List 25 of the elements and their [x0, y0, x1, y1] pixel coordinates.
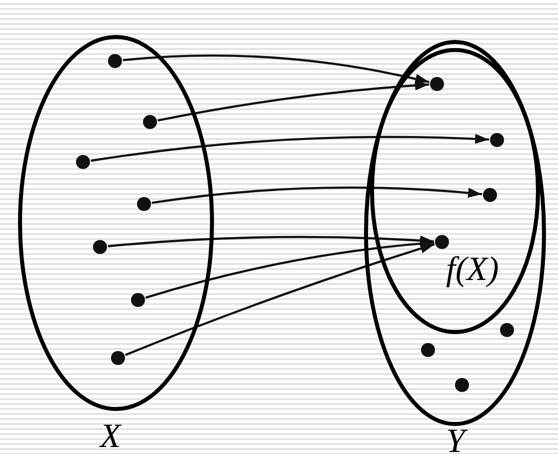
mapping-arrow [145, 238, 434, 299]
set-label: X [100, 420, 121, 454]
element-dot [131, 293, 145, 307]
image-set-ellipse [370, 48, 540, 334]
set-label: f(X) [446, 253, 499, 287]
mapping-arrow [90, 134, 490, 162]
mapping-arrow [122, 54, 430, 84]
element-dot [483, 188, 497, 202]
set-ellipse [364, 40, 546, 454]
element-dot [490, 133, 504, 147]
element-dot [93, 240, 107, 254]
element-dot [137, 197, 151, 211]
element-dot [430, 77, 444, 91]
mapping-arrow [152, 186, 482, 204]
element-dot [500, 323, 514, 337]
element-dot [76, 155, 90, 169]
element-dot [108, 54, 122, 68]
mapping-arrow [108, 236, 434, 248]
element-dot [111, 351, 125, 365]
element-dot [435, 235, 449, 249]
mapping-arrow [125, 243, 435, 356]
element-dot [143, 115, 157, 129]
element-dot [421, 343, 435, 357]
element-dot [455, 378, 469, 392]
mapping-arrow [158, 80, 430, 122]
